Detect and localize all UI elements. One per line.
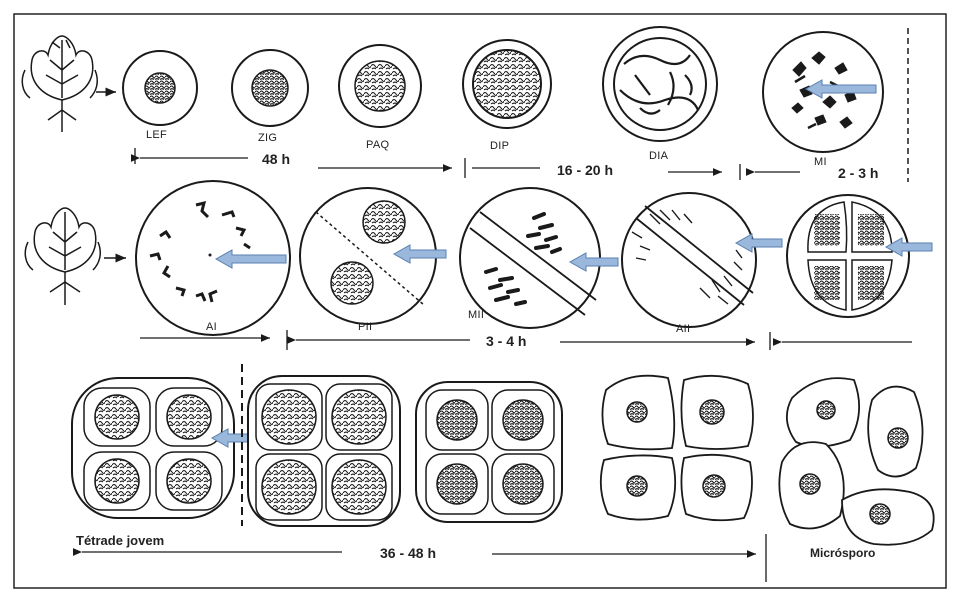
label-diplotene: DIP [490,140,509,152]
label-pachytene: PAQ [366,139,389,151]
cell-anaphase-II [622,193,756,327]
time-label-5: 36 - 48 h [380,545,436,561]
caption-microspore: Micrósporo [810,546,875,560]
label-prophase-II: PII [358,321,372,333]
time-label-1: 48 h [262,151,290,167]
label-zygotene: ZIG [258,132,277,144]
label-leptotene: LEF [146,129,167,141]
cell-leptotene [123,51,197,125]
label-anaphase-I: AI [206,321,217,333]
cell-diplotene [463,40,551,128]
label-metaphase-II: MII [468,309,484,321]
cell-young-tetrad [72,378,234,518]
label-diakinesis: DIA [649,150,668,162]
row1-timeline [135,148,800,180]
label-metaphase-I: MI [814,156,827,168]
label-anaphase-II: AII [676,323,690,335]
anther-icon-row2 [25,208,100,305]
time-label-4: 3 - 4 h [486,333,526,349]
time-label-3: 2 - 3 h [838,165,878,181]
cell-diakinesis [603,27,717,141]
cell-tetrad-2 [248,376,400,526]
cell-free-microspores [779,378,933,545]
cell-tetrad-3 [416,382,562,522]
cell-zygotene [232,50,308,126]
time-label-2: 16 - 20 h [557,162,613,178]
caption-young-tetrad: Tétrade jovem [76,533,164,548]
cell-pachytene [339,45,421,127]
anther-icon-row1 [22,36,97,132]
cell-telophase-II [787,195,909,317]
cell-separating-microspores [601,376,753,521]
